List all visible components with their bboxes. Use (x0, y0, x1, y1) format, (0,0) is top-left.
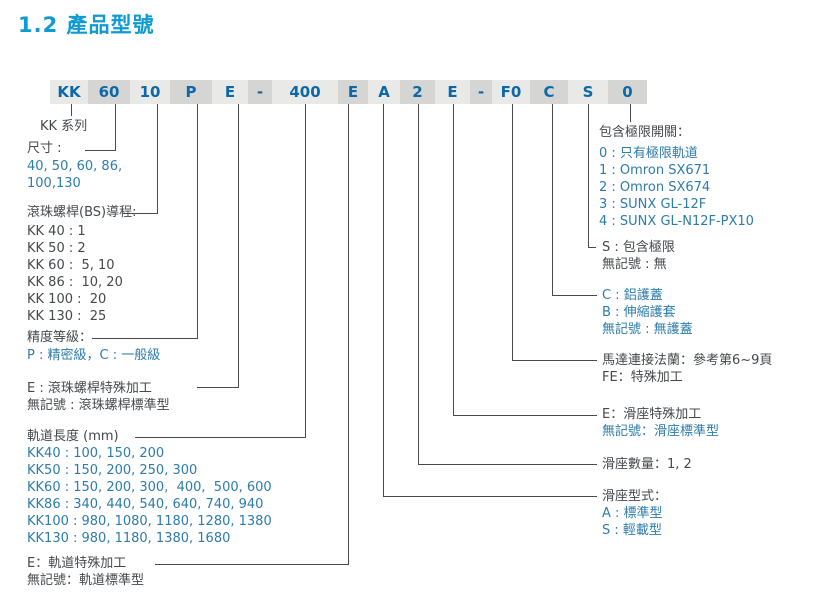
model-code-strip: KK 60 10 P E - 400 E A 2 E - F0 C S 0 (50, 80, 647, 104)
leader-size (85, 104, 116, 151)
code-segment-slide-special: E (435, 80, 470, 104)
label-cover-row-2: B : 伸縮護套 (602, 305, 676, 320)
code-segment-cover: C (530, 80, 568, 104)
label-limit-switch-row-5: 4 : SUNX GL-N12F-PX10 (599, 214, 754, 229)
label-size-values-2: 100,130 (27, 176, 81, 191)
label-lead-row-6: KK 130 : 25 (27, 309, 107, 324)
leader-precision (92, 104, 198, 339)
label-rail-special-1: E：軌道特殊加工 (27, 556, 127, 571)
label-series: KK 系列 (40, 119, 88, 134)
label-slide-type-header: 滑座型式： (602, 489, 668, 504)
label-limit-1: S : 包含極限 (602, 240, 675, 255)
label-limit-switch-row-4: 3 : SUNX GL-12F (599, 197, 707, 212)
code-segment-rail-special: E (338, 80, 368, 104)
code-segment-flange: F0 (492, 80, 530, 104)
label-limit-2: 無記號 : 無 (602, 257, 667, 272)
code-segment-rail-length: 400 (272, 80, 338, 104)
code-segment-size: 60 (88, 80, 130, 104)
label-slide-type-row-1: A : 標準型 (602, 506, 663, 521)
label-rail-length-header: 軌道長度 (mm) (27, 429, 119, 444)
label-rail-length-row-1: KK40 : 100, 150, 200 (27, 446, 165, 461)
label-lead-header: 滾珠螺桿(BS)導程: (27, 205, 137, 220)
code-segment-precision: P (170, 80, 212, 104)
label-cover-row-3: 無記號 : 無護蓋 (602, 322, 693, 337)
label-screw-special-2: 無記號 : 滾珠螺桿標準型 (27, 398, 170, 413)
section-title: 1.2 產品型號 (18, 13, 155, 37)
code-segment-dash-2: - (470, 80, 492, 104)
label-precision-header: 精度等級： (27, 330, 93, 345)
label-rail-length-row-2: KK50 : 150, 200, 250, 300 (27, 463, 198, 478)
code-segment-screw-special: E (212, 80, 248, 104)
label-slide-special-2: 無記號：滑座標準型 (602, 424, 720, 439)
leader-slide-qty (418, 104, 597, 465)
label-slide-type-row-2: S : 輕載型 (602, 523, 662, 538)
label-lead-row-2: KK 50 : 2 (27, 241, 86, 256)
leader-slide-special (453, 104, 597, 416)
label-rail-special-2: 無記號：軌道標準型 (27, 573, 145, 588)
label-limit-switch-header: 包含極限開關： (599, 125, 691, 140)
label-lead-row-5: KK 100 : 20 (27, 292, 107, 307)
label-slide-special-1: E：滑座特殊加工 (602, 407, 702, 422)
leader-cover (552, 104, 597, 296)
label-rail-length-row-5: KK100 : 980, 1080, 1180, 1280, 1380 (27, 514, 272, 529)
label-rail-length-row-4: KK86 : 340, 440, 540, 640, 740, 940 (27, 497, 264, 512)
label-rail-length-row-6: KK130 : 980, 1180, 1380, 1680 (27, 531, 231, 546)
code-segment-dash-1: - (248, 80, 272, 104)
label-flange-1: 馬達連接法蘭：參考第6~9頁 (602, 353, 773, 368)
label-lead-row-1: KK 40 : 1 (27, 224, 86, 239)
leader-limit (588, 104, 596, 248)
leader-rail-length (135, 104, 306, 438)
label-lead-row-3: KK 60 : 5, 10 (27, 258, 115, 273)
leader-lead (122, 104, 158, 214)
label-size-values-1: 40, 50, 60, 86, (27, 159, 123, 174)
label-limit-switch-row-1: 0 : 只有極限軌道 (599, 146, 698, 161)
code-segment-lead: 10 (130, 80, 170, 104)
code-segment-limit-switch: 0 (608, 80, 647, 104)
code-segment-slide-qty: 2 (400, 80, 435, 104)
label-lead-row-4: KK 86 : 10, 20 (27, 275, 123, 290)
label-precision-value: P : 精密級，C : 一般級 (27, 348, 161, 363)
leader-rail-special (155, 104, 349, 565)
label-limit-switch-row-3: 2 : Omron SX674 (599, 180, 711, 195)
label-slide-qty: 滑座數量：1, 2 (602, 457, 692, 472)
leader-slide-type (383, 104, 597, 497)
label-screw-special-1: E : 滾珠螺桿特殊加工 (27, 381, 152, 396)
label-rail-length-row-3: KK60 : 150, 200, 300, 400, 500, 600 (27, 480, 272, 495)
leader-flange (512, 104, 597, 361)
label-cover-row-1: C : 鋁護蓋 (602, 288, 663, 303)
label-limit-switch-row-2: 1 : Omron SX671 (599, 163, 711, 178)
code-segment-limit: S (568, 80, 608, 104)
code-segment-series: KK (50, 80, 88, 104)
label-size-header: 尺寸 : (27, 141, 62, 156)
label-flange-2: FE：特殊加工 (602, 370, 683, 385)
code-segment-slide-type: A (368, 80, 400, 104)
leader-screw-special (197, 104, 239, 388)
